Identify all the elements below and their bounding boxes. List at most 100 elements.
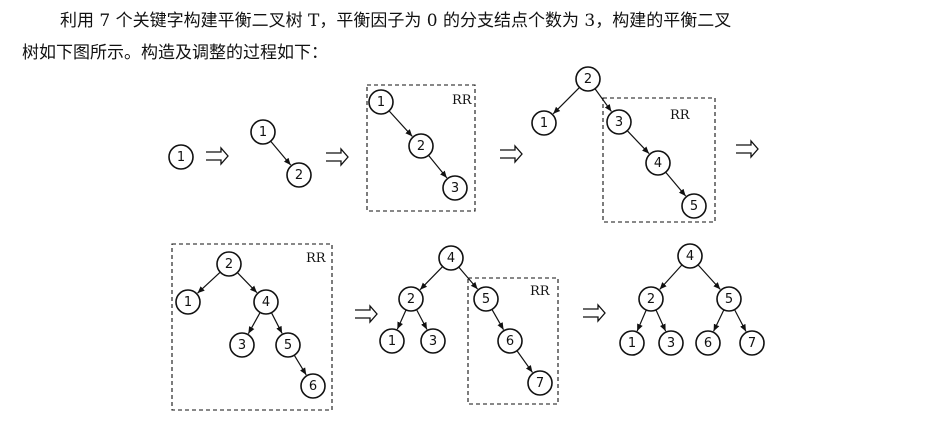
- tree-node-key: 1: [259, 125, 267, 140]
- tree-edge: [293, 354, 307, 376]
- transition-arrow-icon: [500, 144, 523, 164]
- tree-edge: [697, 264, 721, 290]
- tree-node-key: 3: [615, 115, 623, 130]
- tree-node: 1: [379, 328, 405, 354]
- tree-edge: [270, 312, 283, 334]
- tree-node-circle: [286, 162, 312, 188]
- tree-edge: [552, 87, 580, 115]
- tree-node-circle: [408, 133, 434, 159]
- problem-text: 利用 7 个关键字构建平衡二叉树 T，平衡因子为 0 的分支结点个数为 3，构建…: [0, 0, 943, 70]
- tree-edge: [594, 88, 612, 112]
- tree-node: 1: [168, 144, 194, 170]
- tree-node-circle: [229, 332, 255, 358]
- tree-node-key: 5: [690, 199, 698, 214]
- tree-node: 4: [438, 245, 464, 271]
- tree-node: 3: [229, 332, 255, 358]
- tree-edge: [626, 130, 650, 154]
- tree-node-circle: [739, 330, 765, 356]
- tree-node: 5: [275, 332, 301, 358]
- tree-node-circle: [497, 328, 523, 354]
- tree-node-key: 2: [225, 257, 233, 272]
- rr-rotation-label: RR: [670, 108, 691, 123]
- tree-edge: [388, 110, 413, 137]
- tree-node-key: 3: [238, 338, 246, 353]
- tree-edge: [247, 312, 261, 334]
- tree-node-circle: [638, 286, 664, 312]
- tree-node-circle: [253, 289, 279, 315]
- tree-node-circle: [398, 286, 424, 312]
- tree-node-key: 7: [536, 376, 544, 391]
- tree-node-key: 2: [417, 139, 425, 154]
- tree-edge: [713, 309, 725, 332]
- tree-node-circle: [300, 373, 326, 399]
- rotation-subtree-box: [602, 97, 716, 223]
- tree-node: 6: [497, 328, 523, 354]
- tree-node: 2: [638, 286, 664, 312]
- rotation-subtree-box: [467, 277, 559, 405]
- tree-node-key: 4: [447, 251, 455, 266]
- tree-node-key: 1: [377, 95, 385, 110]
- tree-node-key: 2: [584, 72, 592, 87]
- tree-node-circle: [619, 330, 645, 356]
- tree-node-circle: [645, 150, 671, 176]
- tree-edge: [516, 350, 533, 373]
- tree-node-circle: [168, 144, 194, 170]
- tree-node-circle: [531, 110, 557, 136]
- tree-node: 1: [250, 119, 276, 145]
- tree-node-key: 5: [725, 292, 733, 307]
- tree-node-key: 1: [388, 334, 396, 349]
- tree-node-key: 1: [540, 116, 548, 131]
- rr-rotation-label: RR: [452, 93, 473, 108]
- tree-node-key: 4: [262, 295, 270, 310]
- tree-node: 5: [716, 286, 742, 312]
- tree-node-circle: [438, 245, 464, 271]
- tree-node-circle: [216, 251, 242, 277]
- tree-node: 5: [681, 193, 707, 219]
- tree-node-circle: [275, 332, 301, 358]
- tree-edge: [416, 309, 428, 330]
- tree-node: 3: [442, 175, 468, 201]
- transition-arrow-icon: [206, 146, 229, 166]
- tree-edge: [197, 271, 221, 294]
- tree-node: 4: [645, 150, 671, 176]
- tree-node-key: 1: [177, 150, 185, 165]
- tree-node-circle: [658, 330, 684, 356]
- tree-node: 2: [575, 66, 601, 92]
- tree-node-key: 2: [295, 168, 303, 183]
- tree-node-circle: [695, 330, 721, 356]
- tree-edge: [419, 266, 444, 291]
- tree-node-key: 6: [704, 336, 712, 351]
- transition-arrow-icon: [326, 147, 349, 167]
- tree-node-key: 4: [686, 249, 694, 264]
- tree-edge: [665, 171, 687, 197]
- rr-rotation-label: RR: [530, 284, 551, 299]
- tree-edge: [636, 309, 647, 332]
- tree-node-circle: [681, 193, 707, 219]
- tree-node-key: 2: [647, 292, 655, 307]
- tree-node-circle: [716, 286, 742, 312]
- tree-node-circle: [368, 89, 394, 115]
- tree-node-circle: [442, 175, 468, 201]
- tree-node-circle: [473, 286, 499, 312]
- tree-node: 1: [175, 289, 201, 315]
- tree-node-circle: [606, 109, 632, 135]
- tree-node: 2: [216, 251, 242, 277]
- tree-node-key: 4: [654, 156, 662, 171]
- tree-node: 7: [739, 330, 765, 356]
- tree-node-circle: [677, 243, 703, 269]
- transition-arrow-icon: [736, 139, 759, 159]
- tree-edge: [270, 140, 292, 166]
- tree-node: 1: [531, 110, 557, 136]
- tree-node-key: 6: [506, 334, 514, 349]
- tree-node: 3: [606, 109, 632, 135]
- tree-node: 6: [300, 373, 326, 399]
- tree-edge: [655, 309, 667, 332]
- tree-edge: [734, 309, 747, 332]
- tree-node: 7: [527, 370, 553, 396]
- tree-node-key: 5: [482, 292, 490, 307]
- rr-rotation-label: RR: [306, 251, 327, 266]
- rotation-subtree-box: [171, 243, 333, 411]
- tree-node: 2: [286, 162, 312, 188]
- problem-text-line-2: 树如下图所示。构造及调整的过程如下：: [22, 43, 328, 63]
